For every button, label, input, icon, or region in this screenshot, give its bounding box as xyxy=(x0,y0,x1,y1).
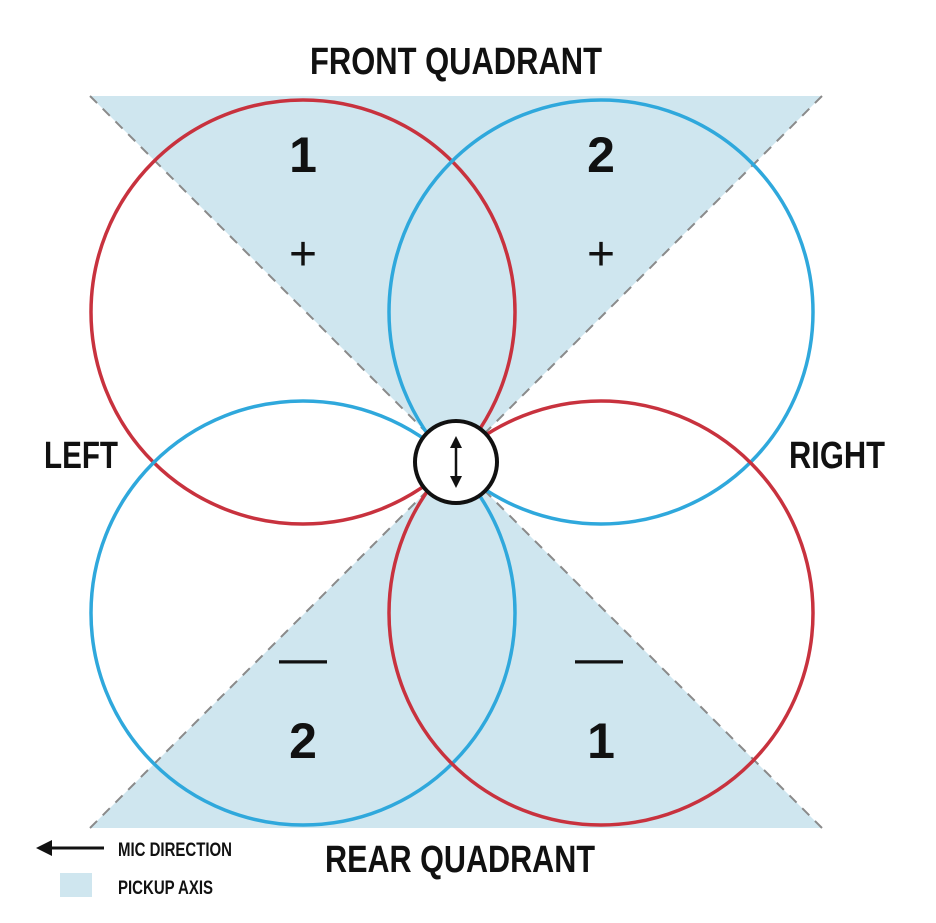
rear-pickup-area xyxy=(90,462,822,828)
lobe-sign-rear-left: — xyxy=(279,632,327,685)
lobe-number-rear-right: 1 xyxy=(587,713,615,769)
axis-line-rear-right xyxy=(455,461,823,829)
lobe-front-right-blue xyxy=(387,98,815,526)
lobe-rear-right-red xyxy=(387,399,815,827)
lobe-rear-left-blue xyxy=(89,399,517,827)
front-quadrant-label: FRONT QUADRANT xyxy=(310,41,602,83)
rear-quadrant-label: REAR QUADRANT xyxy=(325,839,595,881)
legend-pickup-swatch xyxy=(60,873,92,897)
lobe-sign-front-right: + xyxy=(587,228,615,281)
axis-line-rear-left xyxy=(89,461,457,829)
legend-mic-direction: MIC DIRECTION xyxy=(118,840,232,861)
left-arrow-icon xyxy=(36,840,104,856)
lobe-sign-rear-right: — xyxy=(575,632,623,685)
axis-line-front-right xyxy=(455,95,823,463)
right-label: RIGHT xyxy=(789,435,885,477)
lobe-number-front-right: 2 xyxy=(587,127,615,183)
front-pickup-area xyxy=(90,96,822,462)
lobe-front-left-red xyxy=(89,98,517,526)
lobe-number-front-left: 1 xyxy=(289,127,317,183)
lobe-sign-front-left: + xyxy=(289,228,317,281)
axis-line-front-left xyxy=(89,95,457,463)
double-arrow-vertical-icon xyxy=(450,436,462,488)
left-label: LEFT xyxy=(44,435,118,477)
legend-pickup-axis: PICKUP AXIS xyxy=(118,878,213,899)
lobe-number-rear-left: 2 xyxy=(289,713,317,769)
